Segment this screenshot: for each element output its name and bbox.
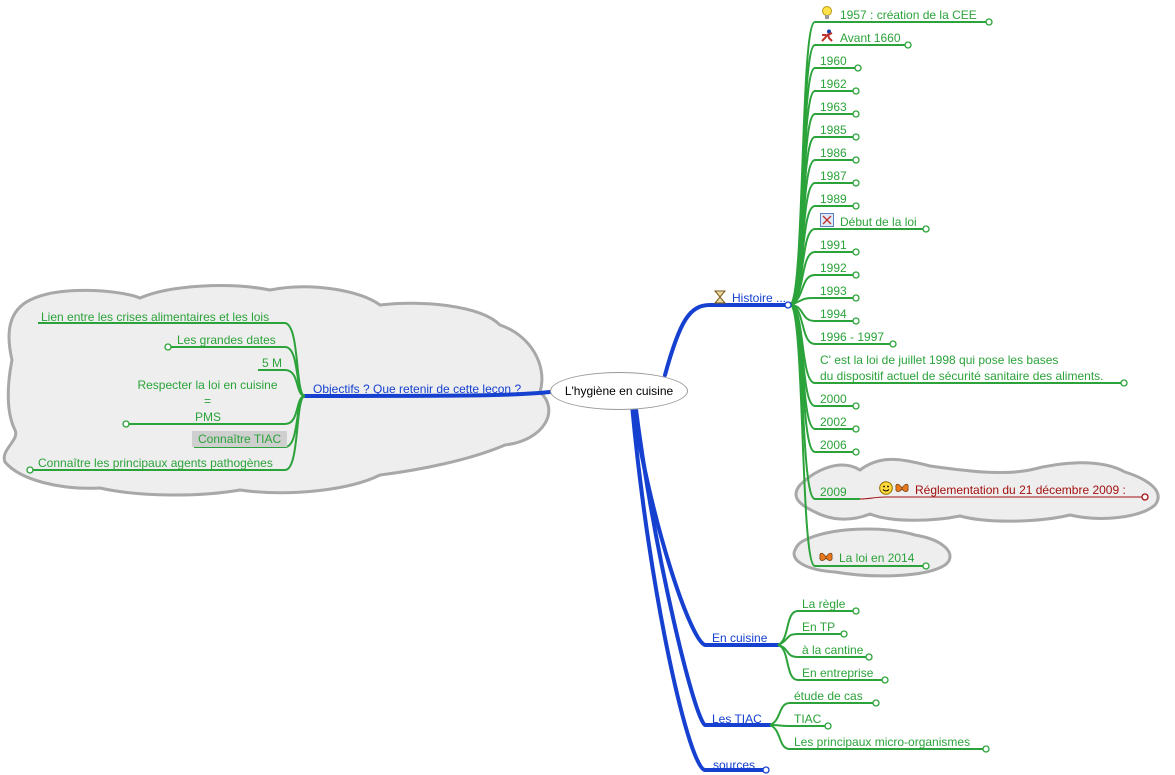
lightbulb-icon: [820, 6, 834, 20]
history-1989[interactable]: 1989: [820, 192, 847, 206]
en-cuisine-topic[interactable]: En cuisine: [712, 631, 768, 645]
en-cuisine-nodes: [840, 607, 889, 684]
sources-topic[interactable]: sources: [713, 758, 756, 772]
history-1963[interactable]: 1963: [820, 100, 847, 114]
objective-respect-line2: =: [203, 394, 211, 408]
main-branches: [303, 303, 792, 772]
objective-respect[interactable]: Respecter la loi en cuisine = PMS: [130, 377, 285, 425]
history-2000[interactable]: 2000: [820, 392, 847, 406]
objective-crises[interactable]: Lien entre les crises alimentaires et le…: [41, 310, 270, 324]
objectives-topic[interactable]: Objectifs ? Que retenir de cette leçon ?: [313, 382, 522, 396]
calendar-icon: [820, 213, 834, 227]
history-avant-1660[interactable]: Avant 1660: [840, 31, 901, 45]
objective-pathogens[interactable]: Connaître les principaux agents pathogèn…: [38, 456, 273, 470]
sources-node: [762, 766, 770, 774]
history-debut-loi[interactable]: Début de la loi: [840, 215, 917, 229]
hourglass-icon: [713, 290, 727, 304]
en-cuisine-entreprise[interactable]: En entreprise: [802, 666, 874, 680]
butterfly-icon: [895, 481, 909, 495]
tiac-tiac[interactable]: TIAC: [794, 712, 822, 726]
les-tiac-topic[interactable]: Les TIAC: [712, 712, 762, 726]
reglementation-node: [1141, 493, 1149, 501]
reglementation-cloud: [794, 457, 1160, 523]
tiac-connectors: [769, 702, 985, 750]
history-1957[interactable]: 1957 : création de la CEE: [840, 8, 977, 22]
history-1994[interactable]: 1994: [820, 307, 847, 321]
objectives-connectors: [30, 322, 306, 471]
tiac-micro-organismes[interactable]: Les principaux micro-organismes: [794, 735, 971, 749]
central-topic[interactable]: L'hygiène en cuisine: [550, 372, 688, 410]
history-1987[interactable]: 1987: [820, 169, 847, 183]
objective-tiac[interactable]: Connaître TIAC: [192, 431, 288, 447]
reglementation-connector: [859, 496, 1145, 500]
history-1993[interactable]: 1993: [820, 284, 847, 298]
history-topic[interactable]: Histoire ...: [732, 291, 787, 305]
history-loi-1998-line2: du dispositif actuel de sécurité sanitai…: [820, 369, 1104, 383]
objectives-cloud: [2, 284, 551, 497]
history-connectors: [789, 21, 1123, 567]
history-2006[interactable]: 2006: [820, 438, 847, 452]
history-1996-1997[interactable]: 1996 - 1997: [820, 330, 885, 344]
en-cuisine-tp[interactable]: En TP: [802, 620, 836, 634]
objective-respect-line1: Respecter la loi en cuisine: [137, 378, 278, 392]
history-1985[interactable]: 1985: [820, 123, 847, 137]
central-topic-label: L'hygiène en cuisine: [564, 384, 674, 398]
history-1986[interactable]: 1986: [820, 146, 847, 160]
history-reglementation-2009[interactable]: Réglementation du 21 décembre 2009 :: [915, 483, 1126, 497]
objective-respect-line3: PMS: [195, 410, 222, 424]
history-loi-2014[interactable]: La loi en 2014: [839, 551, 915, 565]
objectives-nodes: [26, 343, 172, 474]
history-2009[interactable]: 2009: [820, 485, 847, 499]
en-cuisine-regle[interactable]: La règle: [802, 597, 846, 611]
history-2002[interactable]: 2002: [820, 415, 847, 429]
loi2014-cloud: [792, 527, 952, 578]
smiley-icon: [879, 481, 893, 495]
history-nodes: [852, 18, 1128, 570]
history-1960[interactable]: 1960: [820, 54, 847, 68]
history-loi-1998-line1: C' est la loi de juillet 1998 qui pose l…: [820, 353, 1059, 367]
tiac-nodes: [824, 699, 990, 753]
history-loi-1998[interactable]: C' est la loi de juillet 1998 qui pose l…: [820, 352, 1103, 384]
history-1962[interactable]: 1962: [820, 77, 847, 91]
butterfly-icon: [819, 550, 833, 564]
history-node: [784, 301, 792, 309]
objective-five-m[interactable]: 5 M: [262, 356, 283, 370]
objective-dates[interactable]: Les grandes dates: [177, 333, 276, 347]
history-1992[interactable]: 1992: [820, 261, 847, 275]
en-cuisine-cantine[interactable]: à la cantine: [802, 643, 864, 657]
running-person-icon: [820, 29, 834, 43]
en-cuisine-connectors: [777, 610, 884, 681]
history-1991[interactable]: 1991: [820, 238, 847, 252]
tiac-etude-de-cas[interactable]: étude de cas: [794, 689, 863, 703]
